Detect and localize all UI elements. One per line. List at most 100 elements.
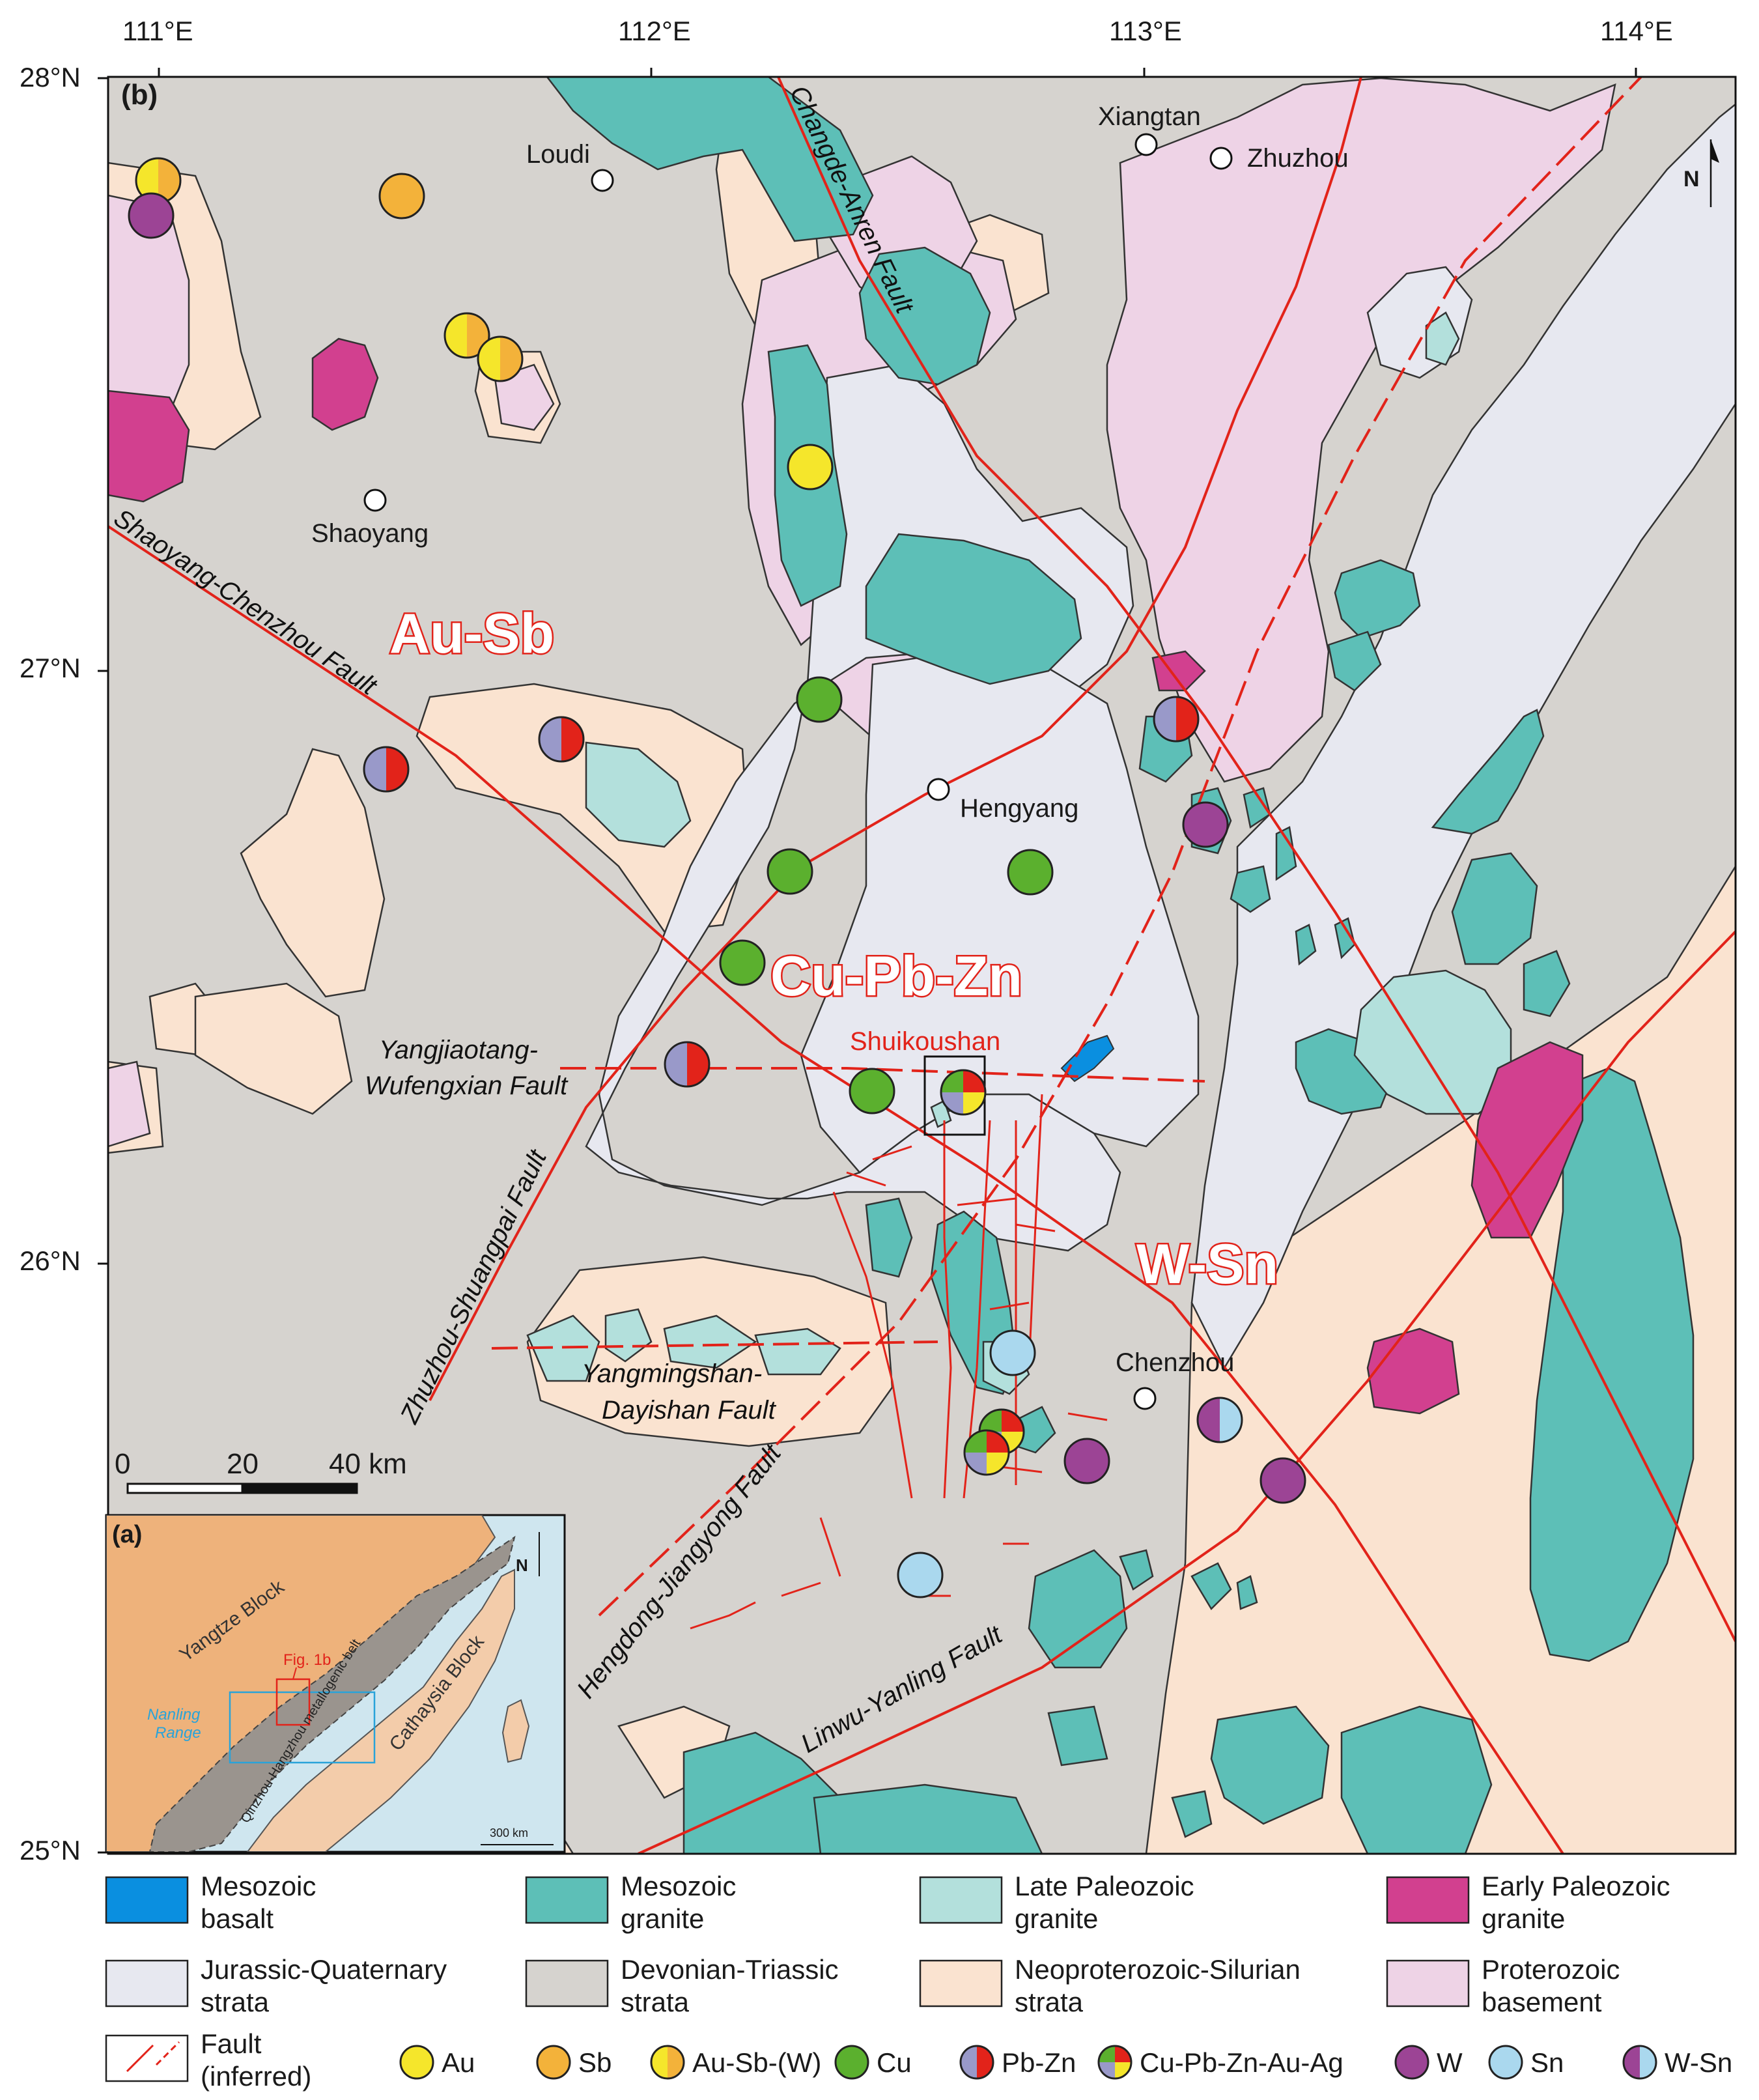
lon-tick-112: 112°E (618, 16, 691, 46)
legend-item-fault: Fault(inferred) (105, 2028, 311, 2092)
chenzhou-marker (1133, 1387, 1157, 1410)
mineral-deposits (128, 157, 1306, 1598)
deposit-cu-6 (796, 676, 843, 723)
deposit-au-5 (787, 444, 834, 490)
legend-label-1: Mesozoic (621, 1871, 736, 1901)
legend-swatch (1386, 1959, 1470, 2008)
deposit-pb-zn-14 (664, 1041, 711, 1088)
xiangtan-label: Xiangtan (1098, 102, 1201, 131)
late-paleozoic-granite (526, 311, 1512, 1395)
region-w-sn: W-Sn (1136, 1233, 1278, 1296)
minor-faults (690, 1094, 1108, 1630)
hengyang-label: Hengyang (960, 794, 1078, 823)
legend-label-2: basalt (201, 1903, 274, 1934)
legend-swatch (105, 2034, 189, 2082)
scale-bar: 0 20 40 km (115, 1448, 407, 1494)
legend-label-2: strata (621, 1987, 690, 2017)
inset-nanling-box (229, 1691, 376, 1764)
deposit-pb-zn-7 (538, 716, 585, 763)
legend-mineral-pb-zn: Pb-Zn (959, 2045, 1076, 2080)
inset-belt (148, 1535, 516, 1852)
inset-nanling-label-2: Range (155, 1724, 201, 1742)
deposit-cu-15 (849, 1068, 895, 1114)
legend-swatch (1386, 1876, 1470, 1924)
legend-mineral-w-sn: W-Sn (1622, 2045, 1732, 2080)
inset-taiwan (501, 1699, 530, 1763)
legend-mineral-label: Au-Sb-(W) (692, 2047, 821, 2078)
legend-label-1: Proterozoic (1482, 1954, 1620, 1985)
deposit-w-22 (1259, 1457, 1306, 1504)
legend-mineral-label: Au (442, 2047, 475, 2078)
legend-symbol (650, 2045, 685, 2080)
region-au-sb: Au-Sb (389, 603, 554, 665)
map-frame (107, 76, 1737, 1855)
mesozoic-granite (546, 77, 1695, 1854)
legend-label-1: Early Paleozoic (1482, 1871, 1670, 1901)
legend-mineral-w: W (1394, 2045, 1463, 2080)
mesozoic-basalt (1060, 1034, 1115, 1083)
chenzhou-label: Chenzhou (1116, 1348, 1234, 1377)
lon-tick-114: 114°E (1600, 16, 1673, 46)
deposit-sn-17 (989, 1329, 1036, 1376)
yangjiaotang-label-2: Wufengxian Fault (365, 1071, 569, 1100)
deposit-w-1 (128, 192, 175, 239)
hengyang-marker (927, 778, 950, 801)
deposit-cu-pb-zn-au-ag-16 (940, 1069, 987, 1116)
inset-land-cathaysia (246, 1568, 515, 1852)
deposit-au-sb-w--4 (477, 335, 524, 382)
legend-symbol (1394, 2045, 1429, 2080)
yangmingshan-label-1: Yangmingshan- (582, 1359, 762, 1388)
inset-fig-label: Fig. 1b (283, 1651, 331, 1669)
legend-label-1: Neoproterozoic-Silurian (1015, 1954, 1301, 1985)
north-arrow: N (1683, 139, 1719, 207)
legend-symbol (959, 2045, 994, 2080)
legend-label-1: Late Paleozoic (1015, 1871, 1194, 1901)
legend-label-1: Jurassic-Quaternary (201, 1954, 447, 1985)
inset-scale-label: 300 km (490, 1826, 528, 1839)
legend-symbol (1097, 2045, 1133, 2080)
zhuzhou-shuangpai-fault (429, 77, 1362, 1401)
deposit-au-sb-w--3 (443, 312, 490, 359)
legend-fault-inferred-line (155, 2041, 180, 2066)
lat-tick-26: 26°N (20, 1245, 81, 1276)
loudi-marker (591, 169, 614, 192)
xiangtan-marker (1134, 133, 1158, 156)
legend-mineral-sb: Sb (536, 2045, 612, 2080)
deposit-cu-pb-zn-au-ag-19 (963, 1429, 1010, 1476)
yangjiaotang-label-1: Yangjiaotang- (379, 1036, 538, 1064)
legend-label-2: strata (201, 1987, 270, 2017)
legend-mineral-label: Pb-Zn (1002, 2047, 1076, 2078)
deposit-sb-2 (378, 173, 425, 220)
yangmingshan-label-2: Dayishan Fault (602, 1396, 777, 1425)
deposit-sn-23 (897, 1552, 944, 1598)
legend-label-2: granite (1015, 1903, 1098, 1934)
deposit-pb-zn-8 (363, 746, 410, 793)
zhuzhou-label: Zhuzhou (1247, 144, 1349, 173)
zhuzhou-marker (1209, 147, 1233, 170)
legend-mineral-label: Sn (1530, 2047, 1564, 2078)
deposit-cu-13 (719, 939, 766, 986)
legend-mineral-label: Cu (877, 2047, 912, 2078)
legend-mineral-cu-pb-zn-au-ag: Cu-Pb-Zn-Au-Ag (1097, 2045, 1344, 2080)
changde-anren-fault (777, 77, 1736, 1642)
deposit-w-sn-21 (1196, 1397, 1243, 1443)
scale-zero: 0 (115, 1448, 130, 1480)
legend-symbol (536, 2045, 571, 2080)
panel-b-label: (b) (121, 79, 158, 111)
legend-mineral-au: Au (399, 2045, 475, 2080)
legend-mineral-label: W (1437, 2047, 1463, 2078)
legend-mineral-label: W-Sn (1665, 2047, 1732, 2078)
yangmingshan-dayishan-fault (491, 1341, 938, 1350)
lat-tick-27: 27°N (20, 653, 81, 683)
legend-swatch (919, 1876, 1003, 1924)
city-markers (363, 133, 1233, 1410)
lat-tick-25: 25°N (20, 1835, 81, 1866)
shaoyang-marker (363, 489, 387, 512)
legend-label-2: strata (1015, 1987, 1084, 2017)
